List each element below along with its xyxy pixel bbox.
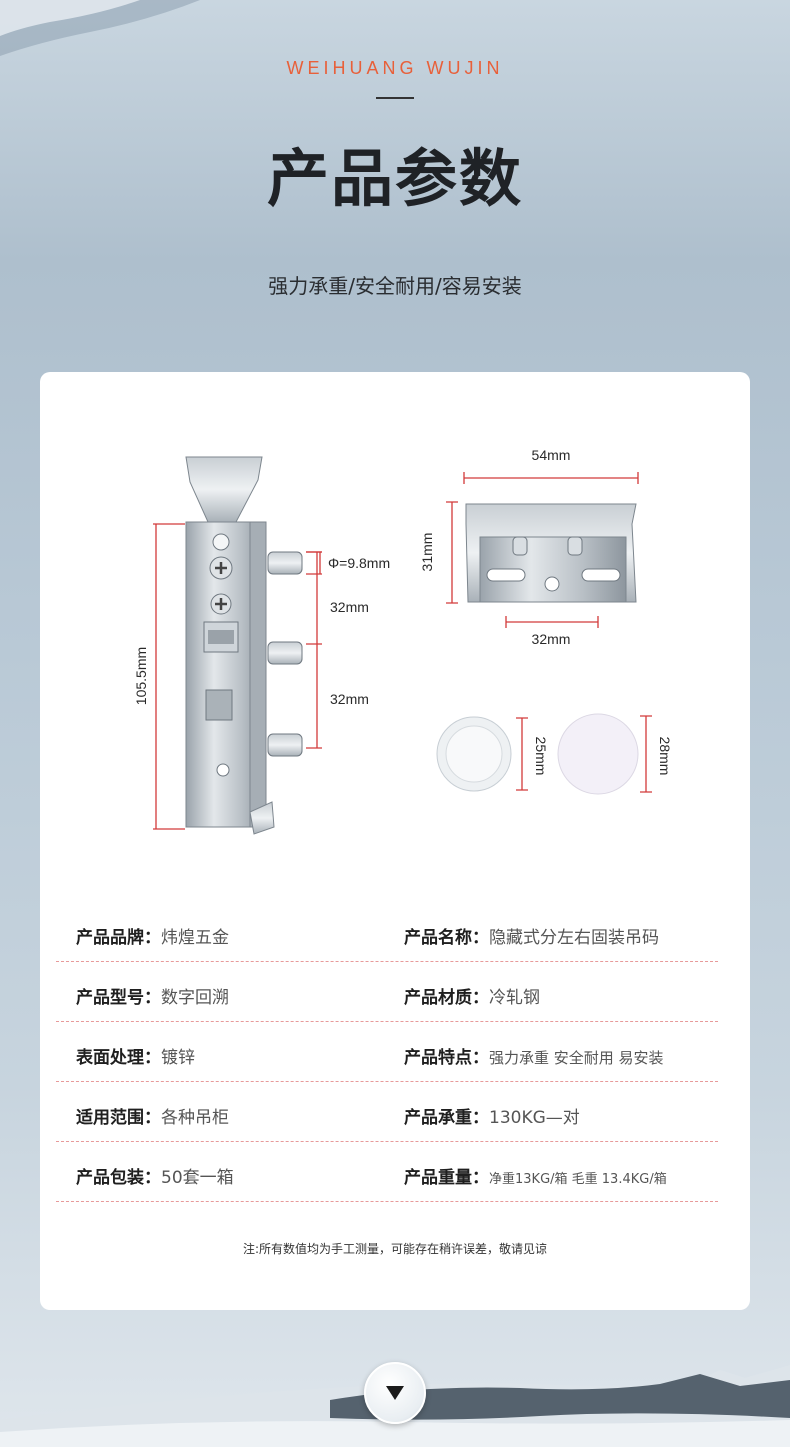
hanger-bracket-image [185,456,303,835]
cap-dimension-lines [516,715,652,793]
page-subtitle: 强力承重/安全耐用/容易安装 [268,274,522,298]
spec-row: 产品型号：数字回溯 产品材质：冷轧钢 [56,961,718,1022]
spec-value: 炜煌五金 [161,928,229,948]
spec-value: 各种吊柜 [161,1108,229,1128]
spec-key: 产品名称： [404,928,489,948]
spec-key: 产品型号： [76,988,161,1008]
spec-value: 50套一箱 [161,1168,234,1188]
spec-value: 数字回溯 [161,988,229,1008]
plate-hole-spacing-label: 32mm [532,631,571,647]
small-cap-image [436,716,512,792]
spec-row: 产品品牌：炜煌五金 产品名称：隐藏式分左右固装吊码 [56,901,718,962]
spec-value: 130KG—对 [489,1108,580,1128]
plate-height-label: 31mm [419,533,435,572]
corner-wave-decoration [0,0,200,56]
page-title: 产品参数 [266,142,523,215]
spec-row: 表面处理：镀锌 产品特点：强力承重 安全耐用 易安装 [56,1021,718,1082]
spec-key: 产品承重： [404,1108,489,1128]
dim-spacing-2-label: 32mm [330,691,369,707]
spec-key: 产品特点： [404,1048,489,1068]
plate-dimension-lines [446,472,639,628]
spec-row: 产品包装：50套一箱 产品重量：净重13KG/箱 毛重 13.4KG/箱 [56,1141,718,1202]
measurement-note: 注:所有数值均为手工测量，可能存在稍许误差，敬请见谅 [242,1242,548,1256]
spec-key: 表面处理： [76,1048,161,1068]
spec-value: 镀锌 [161,1048,195,1068]
dim-spacing-1-label: 32mm [330,599,369,615]
spec-value: 强力承重 安全耐用 易安装 [489,1049,664,1067]
mounting-plate-image [465,503,637,603]
spec-key: 产品材质： [404,988,489,1008]
spec-row: 适用范围：各种吊柜 产品承重：130KG—对 [56,1081,718,1142]
arrow-down-icon [386,1386,404,1400]
brand-name: WEIHUANG WUJIN [286,58,504,78]
large-cap-image [557,713,639,795]
spec-key: 产品品牌： [76,928,161,948]
cap-small-label: 25mm [533,737,549,776]
parameter-card: 105.5mm Φ=9.8mm 32mm 32mm 54mm 31mm 32mm [40,372,750,1310]
spec-key: 产品包装： [76,1168,161,1188]
dim-diameter-label: Φ=9.8mm [328,555,390,571]
dim-total-height-label: 105.5mm [133,647,149,705]
bracket-dimension-lines [153,523,322,830]
scroll-down-button[interactable] [364,1362,426,1424]
spec-value: 净重13KG/箱 毛重 13.4KG/箱 [489,1172,667,1187]
plate-width-label: 54mm [532,447,571,463]
spec-key: 产品重量： [404,1168,489,1188]
brand-divider [376,97,414,99]
cap-large-label: 28mm [657,737,673,776]
spec-value: 隐藏式分左右固装吊码 [489,928,659,948]
spec-value: 冷轧钢 [489,988,540,1008]
spec-key: 适用范围： [76,1108,161,1128]
product-dimension-diagram: 105.5mm Φ=9.8mm 32mm 32mm 54mm 31mm 32mm [133,447,673,835]
